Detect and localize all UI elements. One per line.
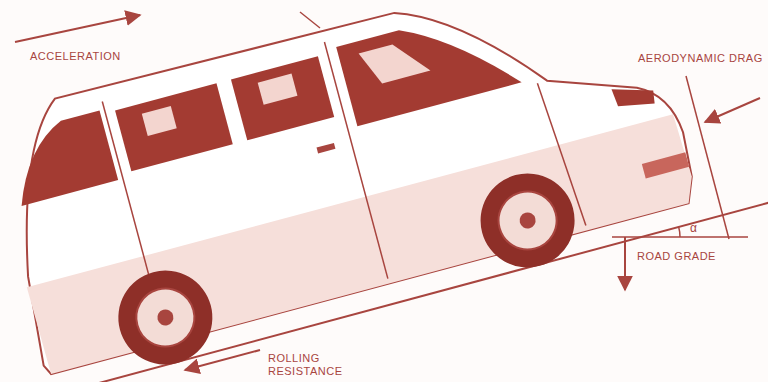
rolling-resistance-arrow — [185, 350, 260, 370]
front-window — [336, 3, 521, 126]
grille — [642, 152, 689, 178]
acceleration-arrow — [15, 15, 140, 42]
gravity-arrow — [624, 237, 626, 290]
drag-plane-line — [686, 76, 729, 239]
force-label: ROAD GRADE — [637, 250, 716, 263]
force-label: AERODYNAMIC DRAG — [638, 52, 763, 65]
van-body — [0, 0, 701, 375]
side-window — [231, 56, 334, 140]
force-label: ROLLING RESISTANCE — [268, 352, 348, 378]
side-window — [115, 83, 233, 171]
force-label: ACCELERATION — [30, 50, 121, 63]
headlight — [611, 79, 656, 114]
rear-wheel — [108, 260, 223, 375]
van — [0, 0, 707, 382]
drag-arrow — [705, 98, 760, 122]
guide-line — [300, 12, 320, 28]
door-handle — [317, 143, 336, 153]
front-wheel — [470, 163, 585, 278]
door-line — [324, 42, 387, 279]
angle-arc — [679, 227, 680, 237]
window-reflection — [359, 37, 431, 88]
rear-window — [3, 111, 118, 206]
window-reflection — [258, 74, 298, 105]
window-reflection — [142, 106, 177, 136]
angle-symbol: α — [690, 222, 697, 234]
